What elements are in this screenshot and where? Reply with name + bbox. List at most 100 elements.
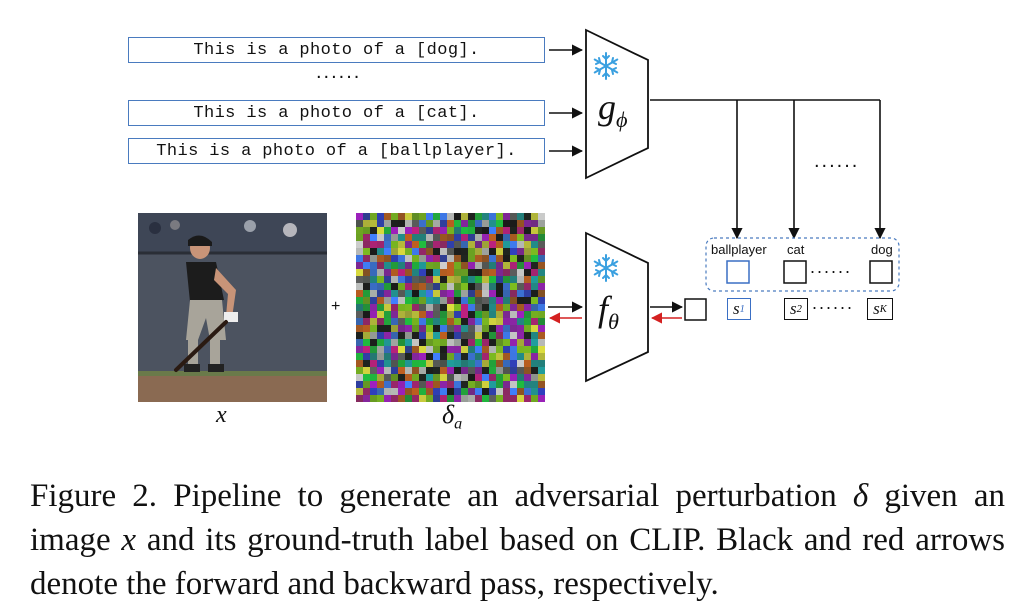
noise-cell bbox=[384, 395, 391, 402]
noise-cell bbox=[510, 227, 517, 234]
noise-cell bbox=[489, 339, 496, 346]
noise-cell bbox=[531, 360, 538, 367]
noise-cell bbox=[391, 339, 398, 346]
noise-cell bbox=[461, 227, 468, 234]
noise-cell bbox=[531, 318, 538, 325]
noise-cell bbox=[517, 241, 524, 248]
noise-cell bbox=[489, 283, 496, 290]
noise-cell bbox=[433, 255, 440, 262]
noise-cell bbox=[412, 255, 419, 262]
noise-cell bbox=[440, 234, 447, 241]
noise-cell bbox=[517, 381, 524, 388]
noise-cell bbox=[356, 220, 363, 227]
noise-cell bbox=[524, 283, 531, 290]
noise-cell bbox=[440, 311, 447, 318]
noise-cell bbox=[454, 262, 461, 269]
noise-cell bbox=[461, 213, 468, 220]
noise-cell bbox=[433, 367, 440, 374]
noise-cell bbox=[384, 248, 391, 255]
noise-cell bbox=[377, 360, 384, 367]
noise-cell bbox=[482, 332, 489, 339]
noise-cell bbox=[405, 290, 412, 297]
noise-cell bbox=[426, 367, 433, 374]
noise-cell bbox=[356, 241, 363, 248]
noise-cell bbox=[489, 234, 496, 241]
noise-cell bbox=[489, 241, 496, 248]
noise-cell bbox=[468, 381, 475, 388]
noise-cell bbox=[496, 248, 503, 255]
noise-cell bbox=[510, 360, 517, 367]
noise-cell bbox=[503, 346, 510, 353]
noise-cell bbox=[412, 283, 419, 290]
noise-cell bbox=[398, 234, 405, 241]
noise-cell bbox=[482, 262, 489, 269]
noise-cell bbox=[482, 395, 489, 402]
noise-cell bbox=[384, 339, 391, 346]
noise-cell bbox=[496, 255, 503, 262]
noise-cell bbox=[475, 213, 482, 220]
noise-cell bbox=[405, 241, 412, 248]
noise-cell bbox=[517, 220, 524, 227]
noise-cell bbox=[433, 332, 440, 339]
noise-cell bbox=[489, 220, 496, 227]
noise-cell bbox=[531, 381, 538, 388]
noise-cell bbox=[405, 297, 412, 304]
noise-cell bbox=[433, 262, 440, 269]
noise-cell bbox=[370, 374, 377, 381]
noise-cell bbox=[531, 325, 538, 332]
noise-cell bbox=[356, 388, 363, 395]
noise-cell bbox=[489, 325, 496, 332]
noise-cell bbox=[496, 381, 503, 388]
noise-cell bbox=[426, 346, 433, 353]
noise-cell bbox=[440, 388, 447, 395]
noise-cell bbox=[517, 339, 524, 346]
noise-cell bbox=[391, 262, 398, 269]
noise-cell bbox=[440, 269, 447, 276]
noise-cell bbox=[503, 297, 510, 304]
noise-cell bbox=[510, 304, 517, 311]
noise-cell bbox=[538, 395, 545, 402]
noise-cell bbox=[419, 220, 426, 227]
noise-cell bbox=[363, 353, 370, 360]
noise-cell bbox=[398, 311, 405, 318]
noise-cell bbox=[517, 318, 524, 325]
noise-cell bbox=[461, 346, 468, 353]
noise-cell bbox=[426, 374, 433, 381]
noise-cell bbox=[440, 353, 447, 360]
noise-cell bbox=[398, 220, 405, 227]
noise-cell bbox=[405, 227, 412, 234]
noise-cell bbox=[377, 395, 384, 402]
noise-cell bbox=[475, 220, 482, 227]
noise-cell bbox=[489, 388, 496, 395]
noise-cell bbox=[475, 311, 482, 318]
noise-cell bbox=[496, 388, 503, 395]
noise-cell bbox=[391, 248, 398, 255]
noise-cell bbox=[482, 234, 489, 241]
noise-cell bbox=[405, 213, 412, 220]
noise-cell bbox=[356, 304, 363, 311]
noise-cell bbox=[356, 255, 363, 262]
noise-cell bbox=[412, 332, 419, 339]
noise-cell bbox=[391, 388, 398, 395]
noise-cell bbox=[468, 220, 475, 227]
noise-cell bbox=[398, 332, 405, 339]
noise-cell bbox=[440, 297, 447, 304]
noise-cell bbox=[531, 248, 538, 255]
noise-cell bbox=[524, 311, 531, 318]
noise-cell bbox=[412, 269, 419, 276]
noise-cell bbox=[447, 388, 454, 395]
noise-cell bbox=[412, 367, 419, 374]
noise-cell bbox=[503, 290, 510, 297]
noise-cell bbox=[419, 367, 426, 374]
noise-cell bbox=[531, 339, 538, 346]
noise-cell bbox=[370, 234, 377, 241]
noise-cell bbox=[433, 283, 440, 290]
noise-cell bbox=[426, 241, 433, 248]
noise-cell bbox=[384, 374, 391, 381]
noise-cell bbox=[531, 234, 538, 241]
noise-cell bbox=[391, 304, 398, 311]
noise-cell bbox=[370, 297, 377, 304]
noise-cell bbox=[503, 241, 510, 248]
noise-cell bbox=[510, 381, 517, 388]
noise-cell bbox=[426, 360, 433, 367]
